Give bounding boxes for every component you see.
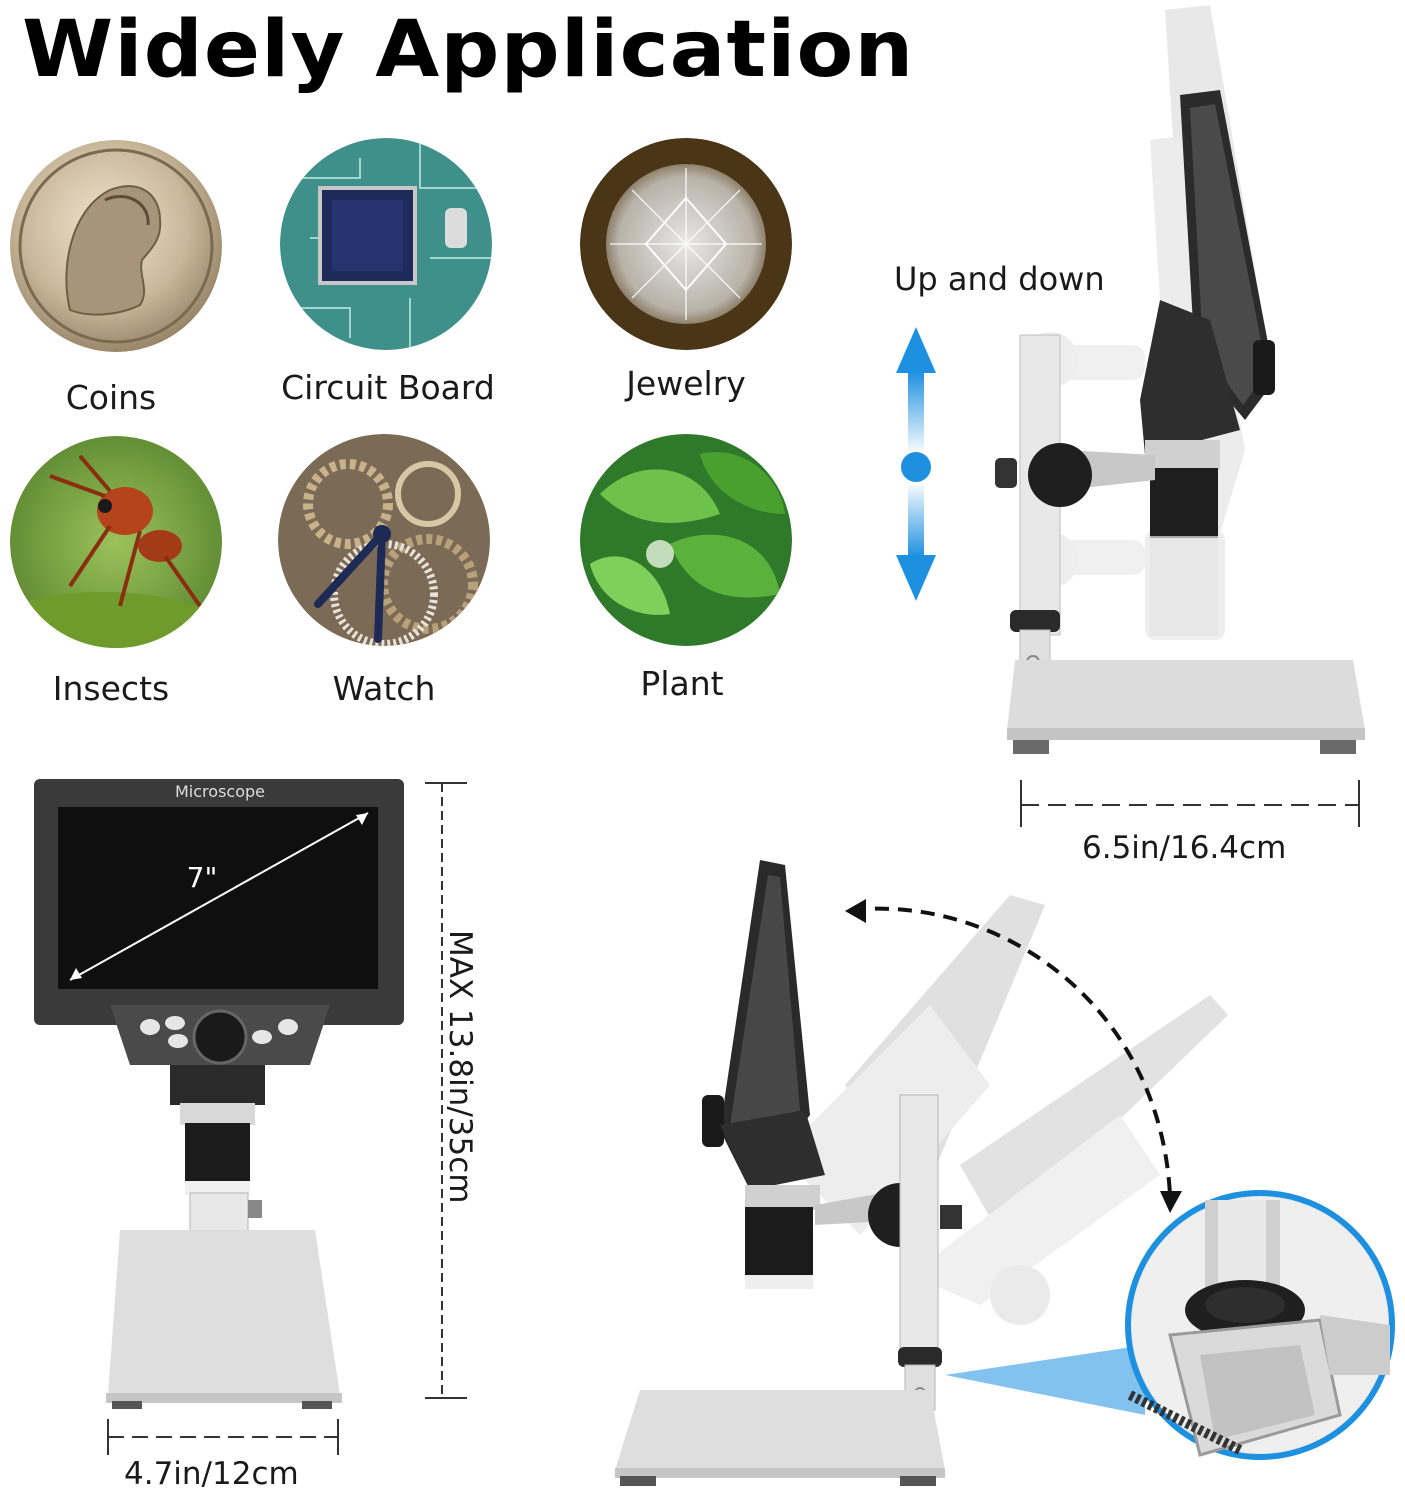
max-height-label: MAX 13.8in/35cm xyxy=(442,930,478,1204)
application-label: Circuit Board xyxy=(281,368,495,407)
application-label: Jewelry xyxy=(626,364,746,403)
insect-image xyxy=(10,436,222,648)
coin-image xyxy=(10,140,222,352)
circuit-board-image xyxy=(280,138,492,350)
application-label: Watch xyxy=(332,669,436,708)
up-down-label: Up and down xyxy=(894,260,1105,298)
max-height-dimension-line xyxy=(425,782,467,1399)
application-label: Coins xyxy=(65,378,157,417)
microscope-tilt-view xyxy=(615,860,1395,1486)
base-width-label: 4.7in/12cm xyxy=(124,1456,299,1492)
base-depth-dimension-line xyxy=(1020,780,1360,827)
plant-image xyxy=(580,434,792,646)
microscope-front-view: Microscope 7" xyxy=(34,779,404,1409)
base-depth-label: 6.5in/16.4cm xyxy=(1082,830,1287,866)
application-label: Plant xyxy=(640,664,724,703)
base-width-dimension-line xyxy=(107,1419,339,1455)
application-label: Insects xyxy=(52,669,170,708)
microscope-side-view xyxy=(995,5,1365,754)
watch-image xyxy=(278,434,490,646)
screen-brand-label: Microscope xyxy=(175,782,265,801)
jewelry-image xyxy=(580,138,792,350)
page-title: Widely Application xyxy=(22,5,915,95)
up-down-arrow-icon xyxy=(896,327,936,601)
screen-size-label: 7" xyxy=(187,861,218,894)
